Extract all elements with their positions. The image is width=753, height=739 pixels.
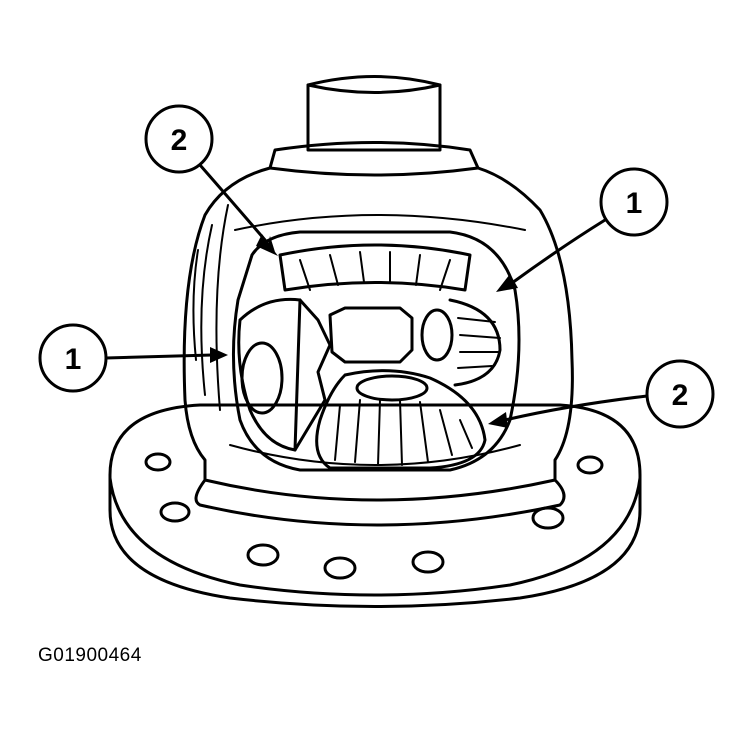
leader-line [198, 163, 267, 242]
callout-label: 2 [672, 379, 689, 412]
leader-line [104, 353, 214, 360]
callout-label: 1 [626, 187, 643, 220]
callout-label: 1 [65, 343, 82, 376]
pinion-gear-bottom [315, 369, 487, 470]
callout-2-bottom-right: 2 [488, 359, 715, 429]
callout-1-left: 1 [38, 323, 228, 393]
pinion-gear-top [278, 243, 472, 364]
flange-bolt-holes [144, 452, 604, 580]
case-flange [108, 403, 642, 608]
callout-label: 2 [171, 124, 188, 157]
differential-case [108, 75, 642, 608]
leader-line [503, 394, 649, 422]
leader-line [510, 218, 607, 285]
case-body [182, 166, 574, 502]
arrow-head [488, 412, 508, 428]
case-window [231, 230, 521, 472]
callout-2-top-left: 2 [144, 104, 278, 256]
side-gear-left [237, 297, 332, 452]
side-gear-right [420, 298, 502, 387]
arrow-head [210, 347, 228, 363]
bearing-journal [306, 75, 442, 152]
arrow-head [496, 274, 518, 292]
callout-1-right: 1 [496, 167, 669, 292]
figure-id: G01900464 [38, 645, 142, 666]
